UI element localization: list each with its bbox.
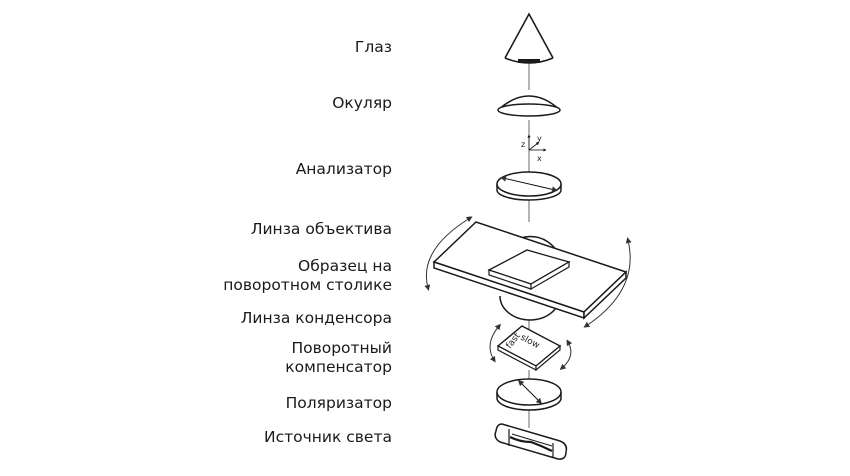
label-eye: Глаз: [354, 38, 392, 56]
compensator-rotation-left-arrow: [489, 323, 501, 363]
eye-icon: [504, 12, 554, 64]
axis-x-label: x: [537, 154, 542, 163]
label-compensator-1: Поворотный: [291, 339, 392, 357]
light-source-icon: [494, 423, 568, 460]
polarizer-disk-icon: [496, 378, 562, 411]
coordinate-axes-icon: z y x: [521, 134, 547, 163]
compensator-rotation-right-arrow: [559, 339, 573, 370]
axis-y-label: y: [537, 134, 542, 143]
axis-z-label: z: [521, 140, 525, 149]
label-condenser: Линза конденсора: [240, 309, 392, 327]
label-compensator-2: компенсатор: [285, 358, 392, 376]
stage-rotation-right-arrow: [583, 237, 632, 328]
analyzer-disk-icon: [496, 171, 562, 201]
specimen-slide-icon: [487, 249, 571, 291]
label-objective: Линза объектива: [250, 220, 392, 238]
stage-rotation-left-arrow: [424, 216, 473, 291]
label-light-source: Источник света: [263, 428, 392, 446]
compensator-plate-icon: fast slow: [496, 325, 562, 372]
label-analyzer: Анализатор: [295, 160, 392, 178]
label-eyepiece: Окуляр: [332, 94, 392, 112]
eyepiece-lens-icon: [497, 95, 561, 117]
label-polarizer: Поляризатор: [285, 394, 392, 412]
label-specimen-2: поворотном столике: [223, 276, 392, 294]
label-specimen-1: Образец на: [298, 257, 392, 275]
